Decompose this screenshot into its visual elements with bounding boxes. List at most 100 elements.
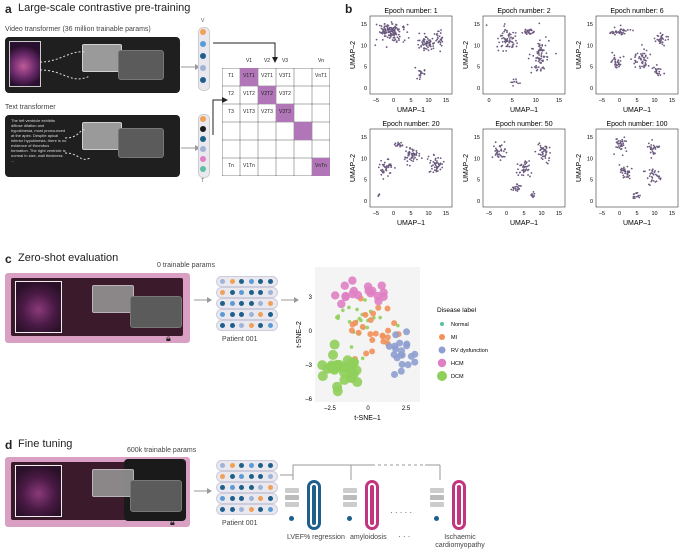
umap-point [517,168,519,171]
tsne-point [327,349,338,360]
umap-point [380,173,383,176]
umap-point [623,29,625,32]
umap-ytick: 0 [364,199,367,205]
umap-point [485,24,488,27]
tsne-point [341,308,345,313]
umap-point [406,156,409,159]
umap-point [393,29,396,32]
umap-point [420,157,423,160]
row-header: T2 [228,91,234,97]
umap-point [432,47,435,50]
t-label: T [201,178,205,184]
umap-point [432,45,435,47]
umap-point [533,192,536,195]
umap-point [515,39,517,42]
umap-point [629,28,632,31]
umap-point [395,33,398,36]
umap-point [496,45,499,48]
embedding-dot [267,289,273,295]
embedding-dot [229,289,235,295]
umap-point [537,60,540,63]
umap-point [436,167,438,170]
text-transformer-connectors [64,129,200,160]
umap-point [523,166,526,169]
tsne-point [379,333,386,340]
umap-point [387,31,390,34]
embedding-dot [229,506,235,512]
umap-point [394,142,397,145]
tsne-point [363,282,373,291]
embedding-dot [258,506,263,512]
umap-point [541,44,544,46]
umap-point [659,40,662,43]
umap-point [493,145,495,148]
umap-point [537,153,540,156]
umap-point [522,164,525,167]
umap-point [644,62,647,64]
umap-point [638,196,641,199]
row-header: T3 [228,109,234,115]
video-transformer-connectors [40,51,200,80]
umap-xtick: 15 [443,211,449,217]
umap-point [432,171,435,174]
umap-point [386,25,389,28]
umap-ytick: 10 [361,43,367,49]
umap-point [539,69,542,72]
umap-point [499,159,502,162]
tsne-point [347,305,351,310]
umap-point [383,163,386,166]
umap-point [632,197,635,200]
umap-frame [482,128,566,208]
tsne-point [336,314,341,318]
umap-point [528,32,531,35]
umap-point [621,154,624,157]
umap-point [623,140,626,142]
umap-point [648,175,651,178]
umap-point [429,159,432,162]
umap-ytick: 10 [361,156,367,162]
umap-point [382,165,385,167]
umap-point [421,43,424,46]
umap-point [400,141,403,144]
embedding-dot [239,311,244,317]
fine-tune-arrow [194,488,212,494]
umap-point [390,164,393,167]
umap-point [511,81,514,84]
tsne-legend-marker [440,322,444,326]
umap-point [543,67,546,70]
umap-xtick: 5 [511,98,514,104]
umap-point [387,166,390,169]
embedding-row [216,276,278,287]
umap-ytick: 0 [590,199,593,205]
embedding-dot [220,322,225,328]
embedding-dot [220,506,225,512]
umap-point [497,37,499,40]
tsne-legend-label: RV dysfunction [451,348,488,354]
tsne-point [379,288,388,297]
umap-point [428,44,431,47]
umap-point [621,138,624,141]
umap-point [522,166,524,168]
umap-point [433,33,436,35]
umap-point [505,49,508,52]
fine-tuning-params-label: 600k trainable params [127,447,197,454]
umap-point [667,38,670,41]
umap-ytick: 10 [474,156,480,162]
text-transformer-label: Text transformer [5,104,56,111]
umap-point [389,32,392,35]
umap-point [540,54,543,56]
umap-point [442,160,445,163]
umap-point [399,145,402,148]
tsne-point [348,289,357,299]
umap-point [394,145,397,147]
umap-point [658,72,661,75]
umap-point [375,23,378,26]
umap-point [528,53,531,56]
tsne-point [359,323,366,330]
umap-point [434,164,437,167]
umap-point [510,188,513,191]
embedding-dot [267,506,273,512]
umap-point [520,174,523,176]
umap-point [504,40,507,43]
umap-xtick: 0 [392,98,395,104]
